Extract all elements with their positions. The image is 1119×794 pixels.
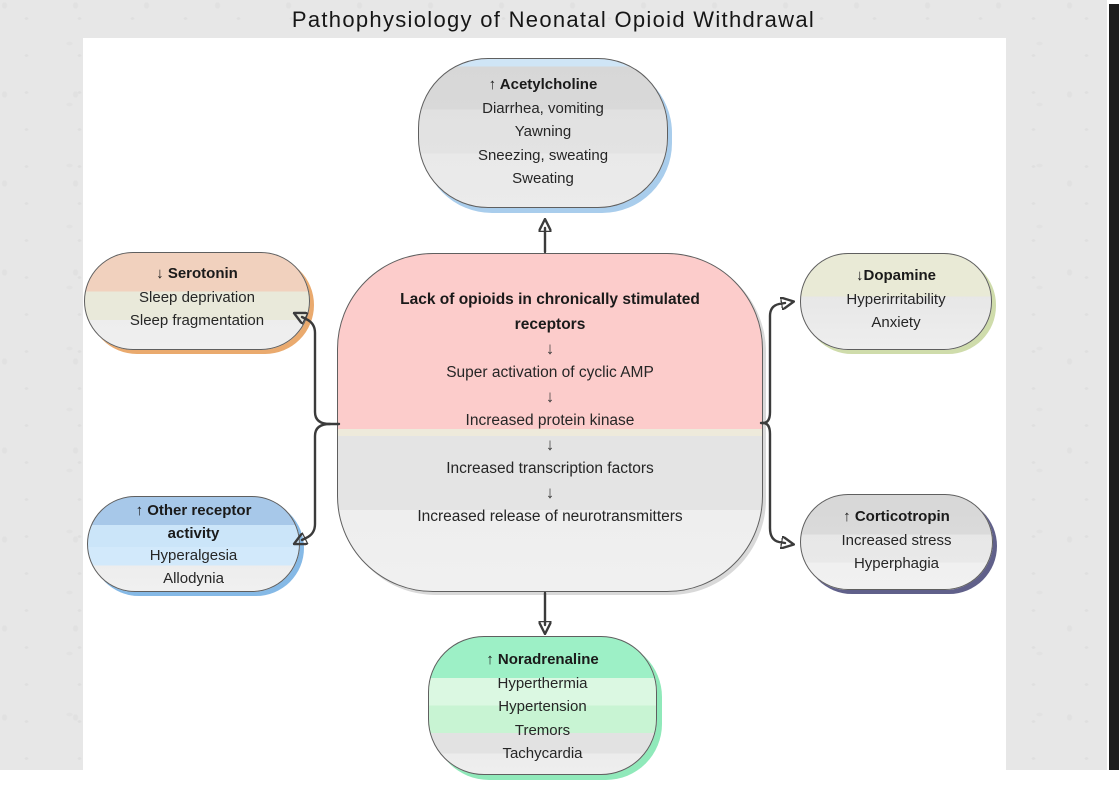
node-item: Diarrhea, vomiting	[482, 99, 604, 117]
node-noradrenaline: ↑ Noradrenaline Hyperthermia Hypertensio…	[428, 636, 657, 775]
right-black-strip	[1109, 4, 1119, 770]
center-step: Increased release of neurotransmitters	[417, 508, 683, 525]
node-other-receptor-activity: ↑ Other receptor activity Hyperalgesia A…	[87, 496, 300, 592]
node-header: ↑ Corticotropin	[843, 508, 950, 525]
node-item: Increased stress	[841, 531, 952, 549]
node-header: ↑ Other receptor activity	[135, 502, 252, 542]
node-item: Hyperalgesia	[149, 547, 238, 564]
down-arrow-icon: ↓	[545, 387, 555, 406]
node-item: Sleep fragmentation	[129, 312, 265, 329]
down-arrow-icon: ↓	[545, 435, 555, 454]
node-item: Sleep deprivation	[139, 288, 255, 306]
node-item: Anxiety	[871, 314, 921, 331]
down-arrow-icon: ↓	[545, 483, 555, 502]
node-dopamine: ↓Dopamine Hyperirritability Anxiety	[800, 253, 992, 350]
node-header: ↓ Serotonin	[156, 265, 238, 282]
center-header: Lack of opioids in chronically stimulate…	[400, 291, 700, 333]
center-step: Increased transcription factors	[446, 460, 654, 477]
node-item: Yawning	[514, 123, 572, 140]
node-acetylcholine: ↑ Acetylcholine Diarrhea, vomiting Yawni…	[418, 58, 668, 208]
node-item: Hyperirritability	[846, 290, 946, 308]
node-item: Sneezing, sweating	[477, 146, 609, 164]
down-arrow-icon: ↓	[545, 339, 555, 358]
node-header: ↑ Noradrenaline	[486, 651, 599, 668]
node-central-mechanism: Lack of opioids in chronically stimulate…	[337, 253, 763, 592]
node-serotonin: ↓ Serotonin Sleep deprivation Sleep frag…	[84, 252, 310, 350]
page-title: Pathophysiology of Neonatal Opioid Withd…	[291, 7, 816, 32]
node-item: Allodynia	[163, 569, 224, 587]
node-item: Hypertension	[498, 698, 587, 715]
node-item: Sweating	[512, 170, 574, 187]
node-item: Hyperphagia	[853, 555, 940, 572]
node-header: ↓Dopamine	[855, 267, 936, 284]
center-step: Increased protein kinase	[465, 412, 635, 429]
node-item: Tremors	[514, 721, 571, 739]
node-corticotropin: ↑ Corticotropin Increased stress Hyperph…	[800, 494, 993, 590]
node-item: Tachycardia	[502, 745, 583, 762]
node-item: Hyperthermia	[497, 674, 588, 692]
center-step: Super activation of cyclic AMP	[446, 364, 654, 381]
node-header: ↑ Acetylcholine	[488, 76, 598, 93]
